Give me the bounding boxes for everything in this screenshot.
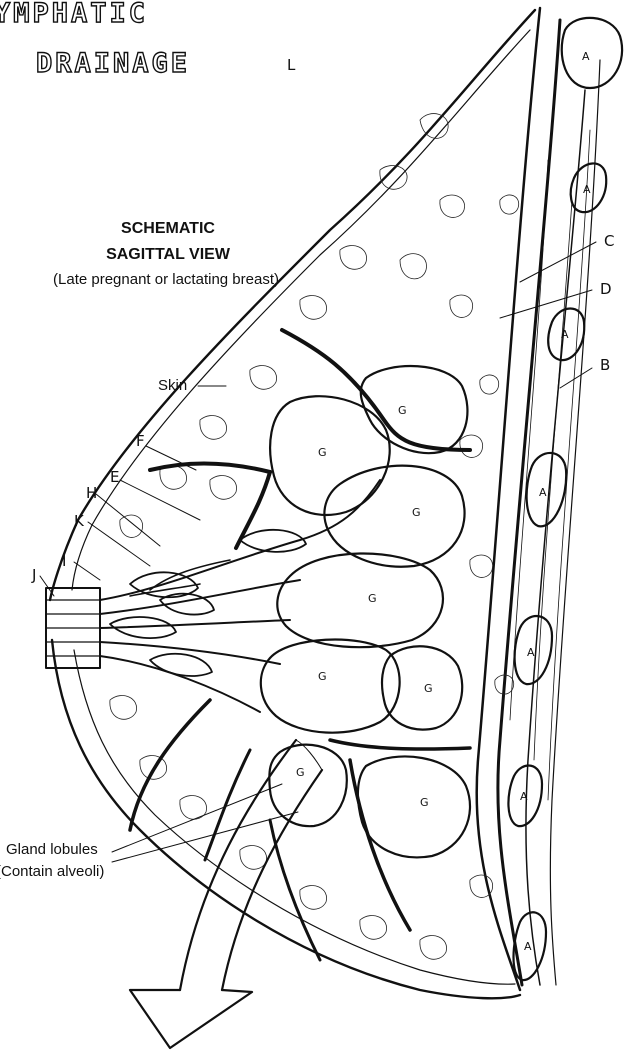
label-i: I [62, 552, 66, 570]
label-a-5: A [527, 646, 535, 659]
label-a-7: A [524, 940, 532, 953]
label-a-6: A [520, 790, 528, 803]
label-g-7: G [296, 766, 305, 779]
label-a-2: A [583, 183, 591, 196]
label-g-6: G [424, 682, 433, 695]
view-title-line1: SCHEMATIC [121, 220, 215, 237]
view-title-line2: SAGITTAL VIEW [106, 246, 231, 263]
gland-lobule-3 [324, 466, 464, 567]
structure-labels: Skin F E H K I J C D B Gland lobules (Co… [0, 232, 614, 880]
gland-lobule-4 [277, 553, 443, 647]
nipple [46, 588, 100, 668]
label-g-5: G [318, 670, 327, 683]
label-gland-lobules: Gland lobules [6, 841, 98, 858]
gland-lobule-7 [269, 745, 346, 827]
label-c: C [604, 232, 614, 250]
label-b: B [600, 356, 610, 374]
gland-lobule-2 [270, 396, 390, 515]
label-skin: Skin [158, 377, 187, 394]
heading-line1: YMPHATIC [0, 0, 148, 29]
heading-line2: DRAINAGE [36, 48, 190, 79]
label-f: F [136, 432, 145, 450]
label-a-3: A [561, 328, 569, 341]
label-h: H [86, 484, 97, 502]
gland-lobules [261, 366, 470, 857]
septa [130, 330, 470, 960]
rib-1 [562, 18, 622, 88]
lymphatic-drainage-arrow [130, 740, 322, 1048]
label-a-4: A [539, 486, 547, 499]
gland-lobule-8 [358, 756, 470, 857]
label-d: D [600, 280, 612, 298]
heading-suffix: L [287, 56, 296, 74]
label-e: E [110, 468, 119, 486]
gland-lobule-5 [261, 640, 400, 733]
label-g-2: G [318, 446, 327, 459]
fat-tissue-texture [110, 114, 519, 960]
label-g-4: G [368, 592, 377, 605]
label-gland-lobules-note: (Contain alveoli) [0, 863, 104, 880]
label-j: J [31, 566, 36, 584]
label-g-1: G [398, 404, 407, 417]
rib-labels: A A A A A A A [520, 50, 591, 953]
label-g-3: G [412, 506, 421, 519]
chest-wall [477, 8, 600, 990]
label-a-1: A [582, 50, 590, 63]
label-g-8: G [420, 796, 429, 809]
view-subtitle: (Late pregnant or lactating breast) [53, 271, 279, 288]
label-k: K [74, 512, 85, 530]
